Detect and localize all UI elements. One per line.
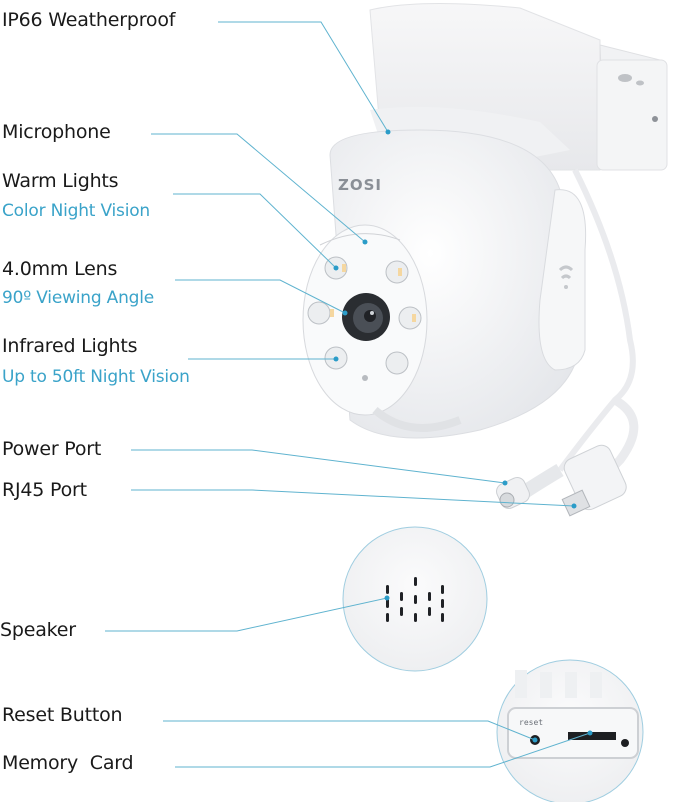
cable-assembly [496,168,639,517]
label-infrared: Infrared Lights [2,335,138,357]
sublabel-color-night-vision: Color Night Vision [2,201,150,221]
sublabel-night-vision-range: Up to 50ft Night Vision [2,367,190,387]
leader-lines [105,21,591,768]
label-lens: 4.0mm Lens [2,258,118,280]
camera-lens [342,293,390,341]
label-warm-lights: Warm Lights [2,170,119,192]
label-power-port: Power Port [2,438,102,460]
label-rj45-port: RJ45 Port [2,479,87,501]
brand-logo: ZOSI [338,176,383,194]
label-memory-card: Memory Card [2,752,134,774]
leader-dots [333,129,593,743]
label-weatherproof: IP66 Weatherproof [2,9,176,31]
label-reset-button: Reset Button [2,704,123,726]
label-speaker: Speaker [0,619,76,641]
sublabel-viewing-angle: 90º Viewing Angle [2,288,155,308]
reset-engraving: reset [519,718,544,727]
speaker-detail [342,526,488,672]
label-microphone: Microphone [2,121,111,143]
ports-detail [496,659,644,802]
